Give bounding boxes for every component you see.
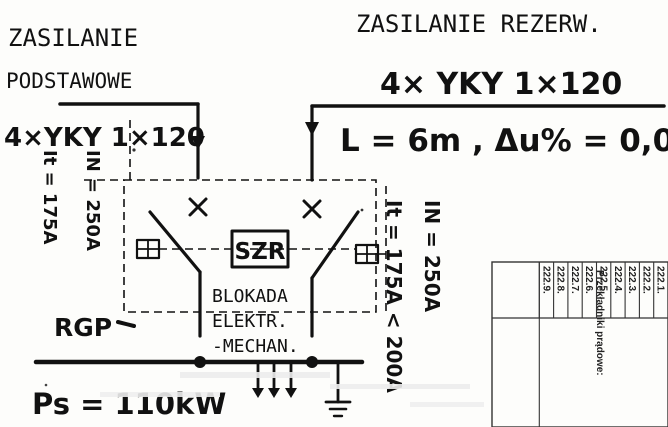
reserve-supply-label: ZASILANIE REZERW. (356, 10, 602, 38)
table-row-7: 222.7. (569, 266, 580, 294)
table-row-1: 222.1. (655, 266, 666, 294)
table-frame (491, 261, 668, 427)
right-drive-box (354, 243, 380, 265)
left-busbar-node (194, 356, 206, 368)
right-switch-blade (310, 210, 360, 280)
table-row-4: 222.4. (612, 266, 623, 294)
busbar-label: RGP (54, 313, 112, 342)
table-row-9: 222.9. (540, 266, 551, 294)
interlock-label-3: -MECHAN. (212, 336, 299, 357)
length-voltage-drop-label: L = 6m , Δu% = 0,06% (340, 123, 668, 159)
left-drive-box (135, 238, 161, 260)
earth-symbol (324, 360, 352, 418)
outgoing-feeders (252, 360, 297, 398)
table-row-6: 222.6. (583, 266, 594, 294)
right-nominal-current-label: IN = 250A (420, 200, 444, 313)
interlock-label-2: ELEKTR. (212, 311, 288, 332)
main-cable-label: 4×YKY 1×120 (4, 123, 205, 153)
left-breaker-cross (188, 197, 208, 217)
table-header: Przekładniki prądowe: (594, 270, 605, 376)
reserve-supply-arrow (305, 122, 319, 136)
table-row-5: 222.5. (598, 266, 609, 294)
left-nominal-current-label: IN = 250A (82, 150, 103, 251)
interlock-label-1: BLOKADA (212, 286, 288, 307)
main-supply-label: ZASILANIE (8, 24, 138, 52)
transformer-table (491, 261, 668, 427)
left-thermal-current-label: It = 175A (39, 150, 60, 244)
scan-speck (44, 383, 48, 387)
scan-speck (360, 208, 364, 212)
faint-background-print (100, 372, 484, 407)
table-row-8: 222.8. (555, 266, 566, 294)
table-row-3: 222.3. (626, 266, 637, 294)
busbar-label-pointer (116, 320, 136, 328)
szr-label: SZR (235, 239, 286, 265)
right-busbar-node (306, 356, 318, 368)
reserve-cable-label: 4× YKY 1×120 (380, 67, 622, 102)
table-row-2: 222.2. (640, 266, 651, 294)
main-supply-label-2: PODSTAWOWE (6, 69, 132, 93)
left-switch-blade (148, 210, 202, 274)
scan-speck (132, 148, 136, 152)
main-supply-arrow (191, 136, 205, 150)
table-rows: 222.1.222.2.222.3.222.4.222.5.222.6.222.… (538, 262, 666, 427)
right-breaker-cross (302, 199, 322, 219)
switchgear-dashed-enclosure (123, 179, 377, 313)
szr-box (230, 229, 290, 269)
